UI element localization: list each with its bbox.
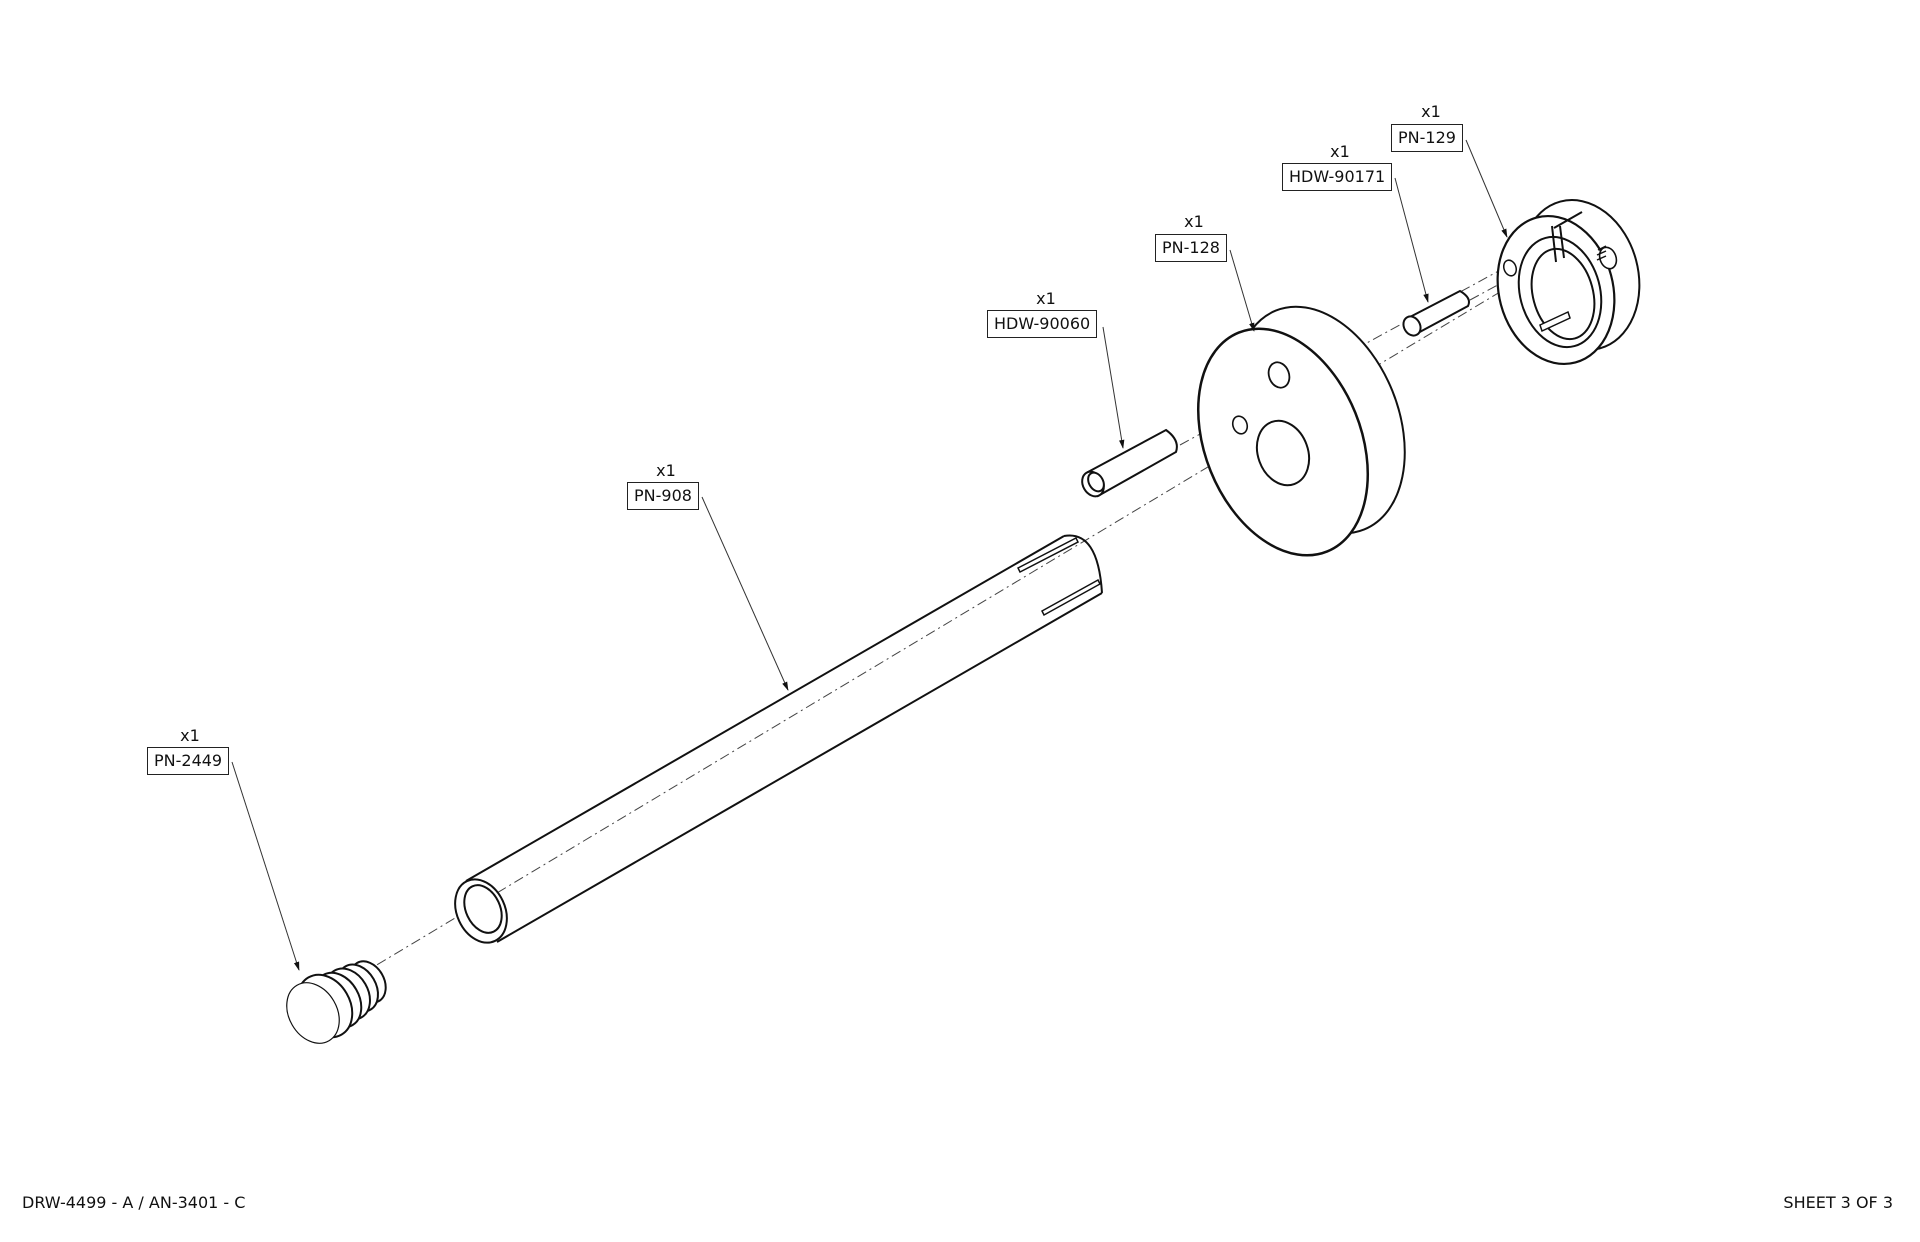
leader-hdw-90060 (1102, 326, 1125, 449)
callout-pn-2449-part[interactable]: PN-2449 (147, 747, 230, 775)
leader-pn-2449 (231, 761, 300, 971)
part-pn-128-disk (1196, 305, 1406, 557)
part-pn-2449-plug (286, 960, 387, 1044)
drawing-id-label: DRW-4499 - A / AN-3401 - C (22, 1193, 246, 1212)
leader-lines (231, 139, 1508, 971)
leader-pn-908 (701, 496, 789, 691)
callout-hdw-90171-part[interactable]: HDW-90171 (1282, 163, 1393, 191)
leader-hdw-90171 (1394, 177, 1429, 303)
part-pn-908-tube (454, 534, 1103, 944)
plug-cap-face (286, 982, 340, 1044)
callout-pn-908-part[interactable]: PN-908 (627, 482, 699, 510)
callout-pn-908-qty: x1 (656, 461, 676, 480)
callout-pn-128-qty: x1 (1184, 212, 1204, 231)
part-hdw-90171-pin (1402, 289, 1470, 337)
callout-pn-129-part[interactable]: PN-129 (1391, 124, 1463, 152)
callout-hdw-90060-part[interactable]: HDW-90060 (987, 310, 1098, 338)
callout-pn-128-part[interactable]: PN-128 (1155, 234, 1227, 262)
leader-pn-128 (1229, 249, 1255, 332)
part-pn-129-collar (1496, 199, 1641, 366)
callout-hdw-90171-qty: x1 (1330, 142, 1350, 161)
part-hdw-90060-pin (1081, 428, 1178, 498)
callout-pn-2449-qty: x1 (180, 726, 200, 745)
callout-hdw-90060-qty: x1 (1036, 289, 1056, 308)
sheet-number-label: SHEET 3 OF 3 (1783, 1193, 1893, 1212)
leader-pn-129 (1465, 139, 1508, 238)
callout-pn-129-qty: x1 (1421, 102, 1441, 121)
